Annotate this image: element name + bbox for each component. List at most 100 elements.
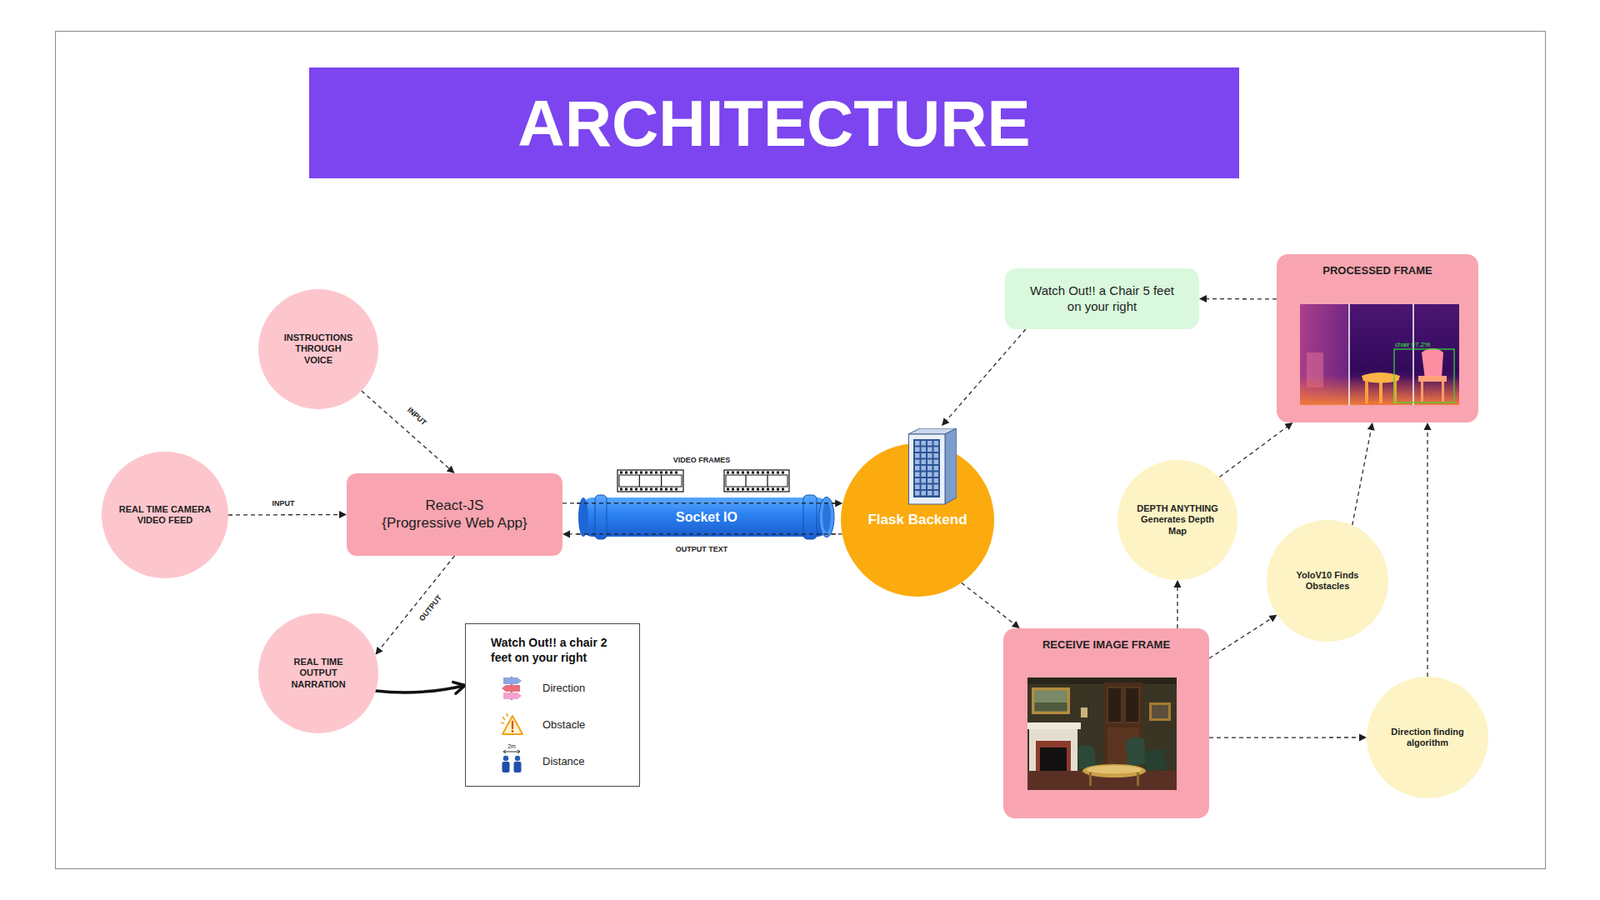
node-text: DEPTH ANYTHING Generates Depth Map <box>1134 503 1221 537</box>
connector <box>1209 615 1277 659</box>
illustration-part <box>1080 707 1088 718</box>
node-text: Watch Out!! a chair 2 feet on your right <box>490 635 628 665</box>
edge-label: VIDEO FRAMES <box>671 455 733 465</box>
text-group: INSTRUCTIONS THROUGH VOICE <box>281 332 355 366</box>
illustration-part <box>501 685 520 692</box>
title: ARCHITECTURE <box>517 90 1030 156</box>
illustration-part <box>934 447 940 453</box>
illustration-part <box>927 472 933 478</box>
process-circle: DEPTH ANYTHING Generates Depth Map <box>1117 460 1238 580</box>
illustration-part <box>620 488 623 491</box>
illustration-part <box>921 478 927 484</box>
illustration-part <box>731 488 735 491</box>
illustration-part <box>927 478 933 484</box>
illustration-part <box>915 440 920 446</box>
illustration-part <box>660 471 663 475</box>
illustration-part <box>1348 304 1350 405</box>
illustration-part <box>1300 304 1460 405</box>
illustration-part <box>675 488 678 491</box>
node-text: Watch Out!! a Chair 5 feet on your right <box>1026 283 1179 315</box>
illustration-part <box>101 451 229 579</box>
illustration-part <box>499 675 525 700</box>
connector-line <box>1352 429 1372 525</box>
title-band: ARCHITECTURE <box>309 67 1240 179</box>
illustration-part <box>1082 764 1146 778</box>
illustration-part <box>915 490 920 496</box>
illustration-part <box>915 472 920 478</box>
illustration-part <box>934 460 940 465</box>
arrow-head <box>1284 422 1293 430</box>
illustration-part <box>756 471 760 475</box>
text-group: YoloV10 Finds Obstacles <box>1287 570 1368 593</box>
illustration-part <box>927 460 933 465</box>
illustration-part <box>515 755 520 761</box>
illustration-part <box>781 471 785 475</box>
frame-box: PROCESSED FRAME <box>1276 254 1479 423</box>
illustration-part <box>921 490 927 496</box>
illustration-part <box>503 750 506 754</box>
illustration-part <box>650 471 653 475</box>
text-group: Socket IO <box>675 509 738 525</box>
illustration-part <box>517 750 520 754</box>
illustration-part <box>741 488 745 491</box>
message-box: Watch Out!! a Chair 5 feet on your right <box>1005 268 1200 330</box>
node-text: RECEIVE IMAGE FRAME <box>1042 638 1170 652</box>
legend-icon <box>499 748 525 774</box>
node-text: YoloV10 Finds Obstacles <box>1287 570 1368 593</box>
illustration-part <box>630 488 633 491</box>
connector <box>228 510 347 519</box>
illustration-part <box>724 470 790 492</box>
illustration-part <box>635 471 638 475</box>
illustration-part <box>1089 772 1092 786</box>
arrow-head <box>835 499 843 507</box>
node-text: REAL TIME OUTPUT NARRATION <box>285 656 352 690</box>
illustration-part <box>771 488 775 491</box>
socket-pipe: Socket IO <box>576 495 837 540</box>
annotation: chair 97.2% <box>1395 340 1430 349</box>
connector <box>961 582 1020 629</box>
connector-line <box>1219 426 1288 478</box>
connector-line <box>1209 736 1360 738</box>
illustration-part <box>915 485 920 490</box>
connector-overlay <box>576 533 837 535</box>
illustration-part <box>1441 381 1445 402</box>
illustration-part <box>761 471 765 475</box>
illustration-part <box>921 447 927 453</box>
illustration-part <box>258 613 379 734</box>
illustration-part <box>840 443 995 597</box>
illustration-part <box>1420 381 1424 402</box>
server-icon <box>908 428 957 505</box>
connector <box>1173 580 1181 629</box>
illustration-part <box>746 488 750 491</box>
legend-row: Obstacle <box>490 711 628 737</box>
film-strip <box>617 470 684 492</box>
connector <box>375 682 465 695</box>
illustration-part <box>776 471 780 475</box>
illustration-part <box>502 761 510 773</box>
connector <box>941 329 1026 426</box>
process-circle: Direction finding algorithm <box>1366 676 1489 799</box>
illustration-part <box>630 471 633 475</box>
illustration-part <box>1266 520 1389 642</box>
illustration-part <box>766 488 770 491</box>
app-box: React-JS{Progressive Web App} <box>346 473 563 556</box>
illustration-part <box>1035 702 1068 712</box>
illustration-part <box>595 495 607 540</box>
connector <box>1209 734 1367 742</box>
illustration-part <box>927 490 933 496</box>
illustration-part <box>1125 687 1140 723</box>
node-text: {Progressive Web App} <box>381 515 528 533</box>
frame-box: RECEIVE IMAGE FRAME <box>1003 628 1210 819</box>
connector-line <box>1209 618 1272 659</box>
illustration-part <box>934 465 940 471</box>
arrow-head <box>1359 734 1367 742</box>
connector <box>361 390 455 474</box>
annotation: 2m <box>507 743 516 750</box>
illustration-part <box>736 488 740 491</box>
connector-line <box>961 582 1015 625</box>
connector-line <box>228 514 340 516</box>
illustration-part <box>617 470 684 492</box>
illustration-part <box>776 488 780 491</box>
illustration-part <box>1379 382 1383 404</box>
illustration-part <box>1412 304 1415 405</box>
